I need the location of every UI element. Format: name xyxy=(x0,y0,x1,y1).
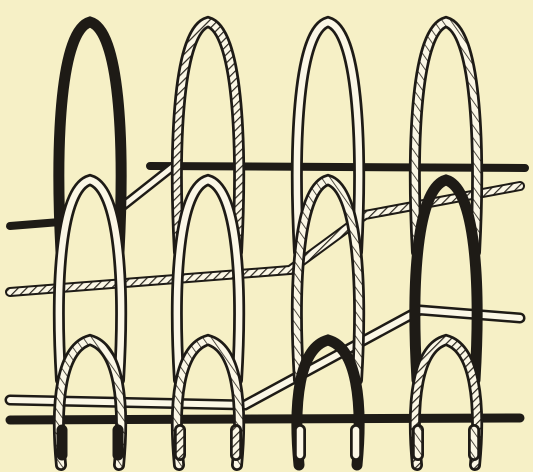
loop-col4-row3 xyxy=(415,340,477,465)
top-dark-yarn xyxy=(150,166,525,168)
horizontal-yarns xyxy=(10,165,525,420)
white-crossing-yarn xyxy=(10,310,520,405)
left-connector-yarn xyxy=(10,222,60,226)
bottom-dark-yarn xyxy=(10,418,520,420)
